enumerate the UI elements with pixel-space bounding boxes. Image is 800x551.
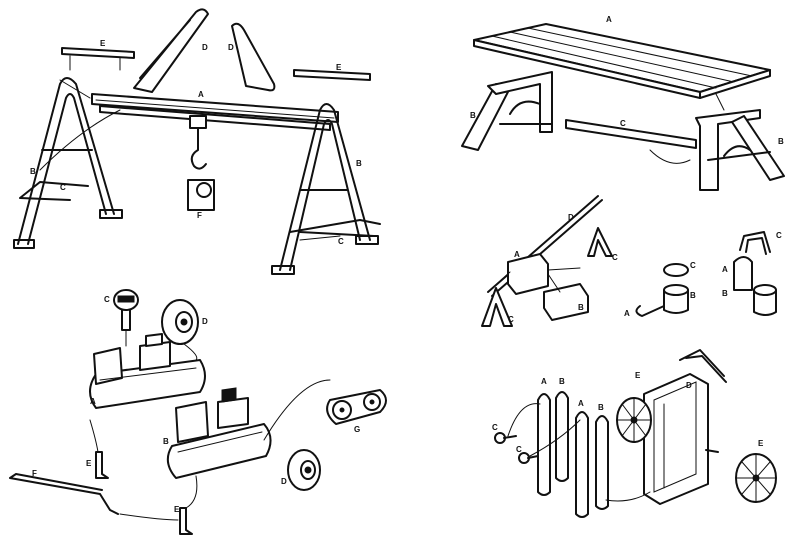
cart-label-c-top: C [492,423,498,432]
cart-label-b-left: B [559,377,565,386]
cart-wheel-left [616,397,652,443]
holders-cup-assembly [635,263,689,317]
bench-label-b-left: B [470,111,476,120]
cylinder-holders-assembly: A B C C D A B C A B C [481,195,782,327]
compressor-label-e-top: E [86,459,92,468]
compressor-belt-drive [326,389,387,425]
compressor-label-f: F [32,469,37,478]
compressor-wheel-top [161,299,199,345]
compressor-label-b: B [163,437,169,446]
compressor-label-c: C [104,295,110,304]
gantry-label-e-left: E [100,39,106,48]
compressor-label-d-bottom: D [281,477,287,486]
gantry-left-top-cap [61,47,135,59]
gantry-label-c-left: C [60,183,66,192]
gantry-left-a-frame [13,77,123,249]
gantry-crane-assembly: A B B C C D D E E F [13,8,381,275]
gantry-label-a: A [198,90,204,99]
holders-clip-assembly [733,231,777,316]
bench-right-leg [695,109,761,191]
compressor-tank-a [89,333,206,409]
holders-label-d: D [568,213,574,222]
gantry-label-e-right: E [336,63,342,72]
gantry-right-brace [231,22,276,92]
cart-handle [679,349,727,383]
bench-label-a: A [606,15,612,24]
holders-block-a [507,253,549,295]
gantry-right-foot [289,219,381,237]
gantry-left-foot [19,181,89,201]
cart-label-d: D [686,381,692,390]
compressor-bracket-top [95,451,109,479]
cart-regulator-bottom [518,452,539,464]
compressor-tank-b [166,387,272,479]
cart-label-c-bottom: C [516,445,522,454]
gantry-right-top-cap [293,69,371,81]
gantry-label-d-left: D [202,43,208,52]
holders-label-a-left: A [514,250,520,259]
cart-cylinder-b-right [595,415,609,510]
holders-label-b-mid: B [690,291,696,300]
cart-label-a-right: A [578,399,584,408]
compressor-label-a: A [90,397,96,406]
holders-label-c-far: C [776,231,782,240]
bench-assembly: A B B C [461,15,785,191]
cart-cylinder-a-right [575,411,589,518]
compressor-label-d-top: D [202,317,208,326]
holders-right-clamp [587,227,613,257]
gantry-hoist-hook [187,115,215,211]
compressor-bracket-bottom [179,507,193,535]
compressor-label-e-bottom: E [174,505,180,514]
cart-label-e-top: E [635,371,641,380]
gantry-label-b-left: B [30,167,36,176]
holders-label-c-left: C [508,315,514,324]
cart-regulator-top [494,432,517,444]
bench-label-c: C [620,119,626,128]
holders-label-b-right: B [722,289,728,298]
cart-frame [643,373,709,505]
compressor-hose [9,473,119,515]
gantry-right-a-frame [271,103,379,275]
holders-label-c-mid: C [690,261,696,270]
cart-wheel-right [705,449,777,503]
holders-label-a-mid: A [624,309,630,318]
gantry-label-b-right: B [356,159,362,168]
gantry-left-brace [133,8,209,93]
compressor-label-g: G [354,425,360,434]
cart-cylinder-a-left [537,393,551,496]
cylinder-cart-assembly: A B A B C C D E E [492,349,777,518]
gantry-label-c-right: C [338,237,344,246]
holders-block-b [543,283,589,321]
compressor-gauge [113,289,139,331]
cart-label-e-right: E [758,439,764,448]
holders-label-c-right: C [612,253,618,262]
bench-seat-plank [565,119,697,149]
compressor-wheel-bottom [287,449,321,491]
gantry-label-f: F [197,211,202,220]
holders-left-clamp [481,287,513,327]
holders-label-a-right: A [722,265,728,274]
cart-label-b-right: B [598,403,604,412]
cart-label-a-left: A [541,377,547,386]
compressor-assembly: C D A B G E E F D [9,289,387,535]
gantry-label-d-right: D [228,43,234,52]
cart-cylinder-b-left [555,391,569,482]
holders-label-b-left: B [578,303,584,312]
bench-label-b-right: B [778,137,784,146]
